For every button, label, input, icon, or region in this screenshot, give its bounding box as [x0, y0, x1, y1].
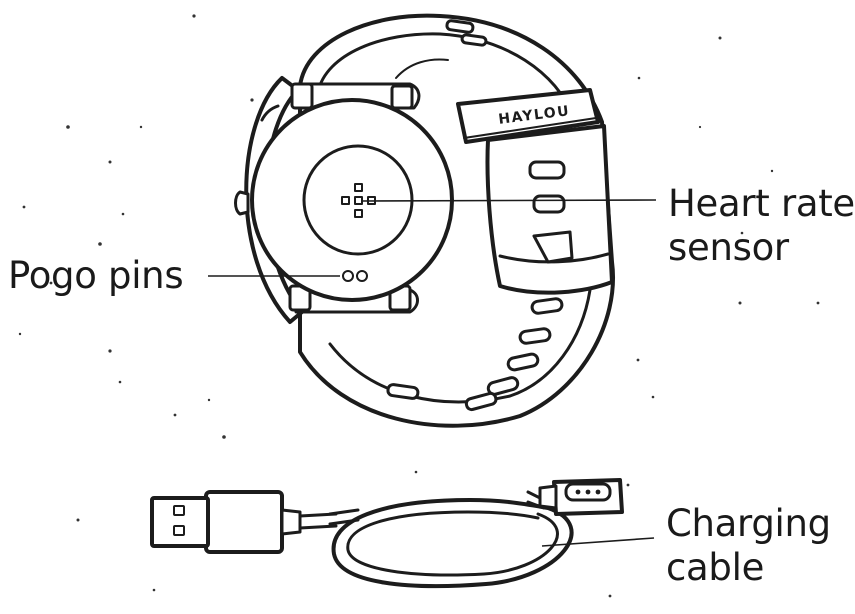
band-inner-outline	[316, 32, 576, 120]
band-buckle	[485, 124, 614, 295]
crown-button	[234, 190, 250, 216]
heart-rate-label-line2: sensor	[668, 226, 789, 269]
speckle-noise	[18, 14, 820, 598]
smartwatch-illustration: HAYLOU	[234, 13, 615, 428]
band-holes-top	[445, 19, 488, 47]
charging-cable-label: Charging cable	[666, 502, 831, 590]
charging-cable-leader-line	[541, 537, 655, 547]
cable-coil-inner	[346, 510, 559, 577]
band-holes-bottom	[386, 297, 564, 412]
band-keeper-loop: HAYLOU	[456, 88, 600, 144]
heart-rate-sensor-label: Heart rate sensor	[668, 182, 855, 270]
cable-coil-outer	[331, 498, 574, 589]
charging-cable-illustration	[150, 478, 624, 589]
pogo-pins-icon	[342, 270, 368, 282]
charging-cable-label-line2: cable	[666, 546, 765, 589]
pogo-pins-text: Pogo pins	[8, 254, 184, 297]
usb-connector	[150, 490, 338, 554]
leader-lines	[208, 199, 657, 547]
heart-rate-leader-line	[361, 199, 657, 202]
charging-cable-label-line1: Charging	[666, 502, 831, 545]
watch-case	[234, 76, 454, 324]
pogo-pins-label: Pogo pins	[8, 254, 184, 298]
magnetic-charger-head	[538, 478, 624, 516]
heart-rate-label-line1: Heart rate	[668, 182, 855, 225]
